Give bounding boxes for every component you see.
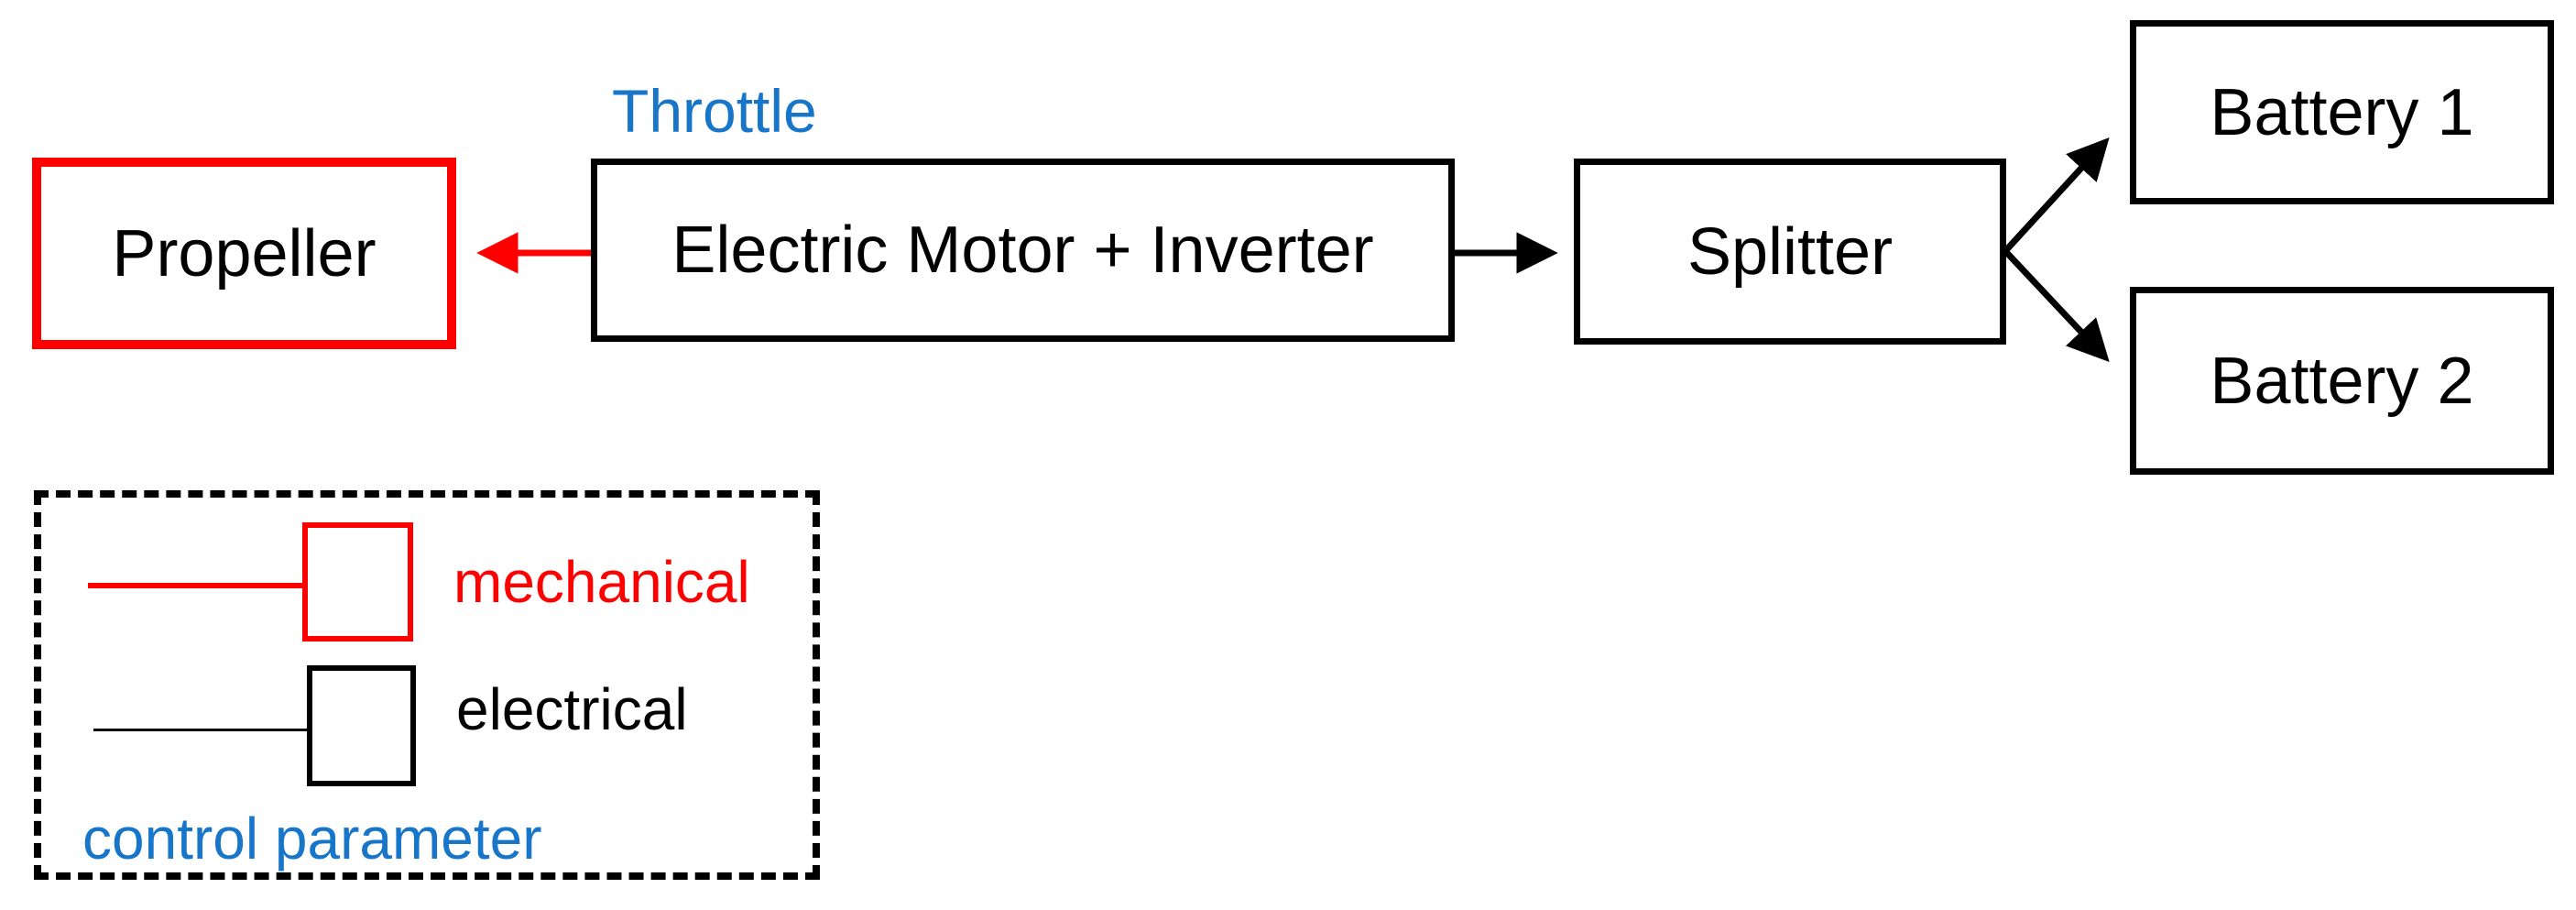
- legend-mechanical-swatch: [302, 522, 413, 641]
- legend-control-parameter-label: control parameter: [82, 806, 542, 872]
- node-splitter-label: Splitter: [1686, 214, 1894, 289]
- node-splitter: Splitter: [1574, 159, 2006, 345]
- legend-mechanical-label: mechanical: [453, 549, 750, 615]
- edge-splitter-to-battery1: [2003, 137, 2110, 254]
- legend-electrical-line: [93, 729, 307, 731]
- node-battery1-label: Battery 1: [2210, 75, 2474, 149]
- legend-electrical-label: electrical: [456, 676, 688, 742]
- node-battery2-label: Battery 2: [2210, 344, 2474, 418]
- legend-mechanical-line: [88, 583, 302, 588]
- throttle-control-label: Throttle: [612, 77, 817, 145]
- node-battery-2: Battery 2: [2130, 287, 2554, 475]
- node-propeller: Propeller: [32, 158, 456, 349]
- legend: mechanical electrical control parameter: [34, 490, 820, 880]
- node-motor-label: Electric Motor + Inverter: [671, 214, 1374, 287]
- node-battery-1: Battery 1: [2130, 20, 2554, 204]
- edge-splitter-to-battery2: [2003, 248, 2110, 362]
- node-propeller-label: Propeller: [112, 216, 377, 291]
- legend-electrical-swatch: [307, 665, 416, 786]
- node-electric-motor-inverter: Electric Motor + Inverter: [591, 159, 1455, 342]
